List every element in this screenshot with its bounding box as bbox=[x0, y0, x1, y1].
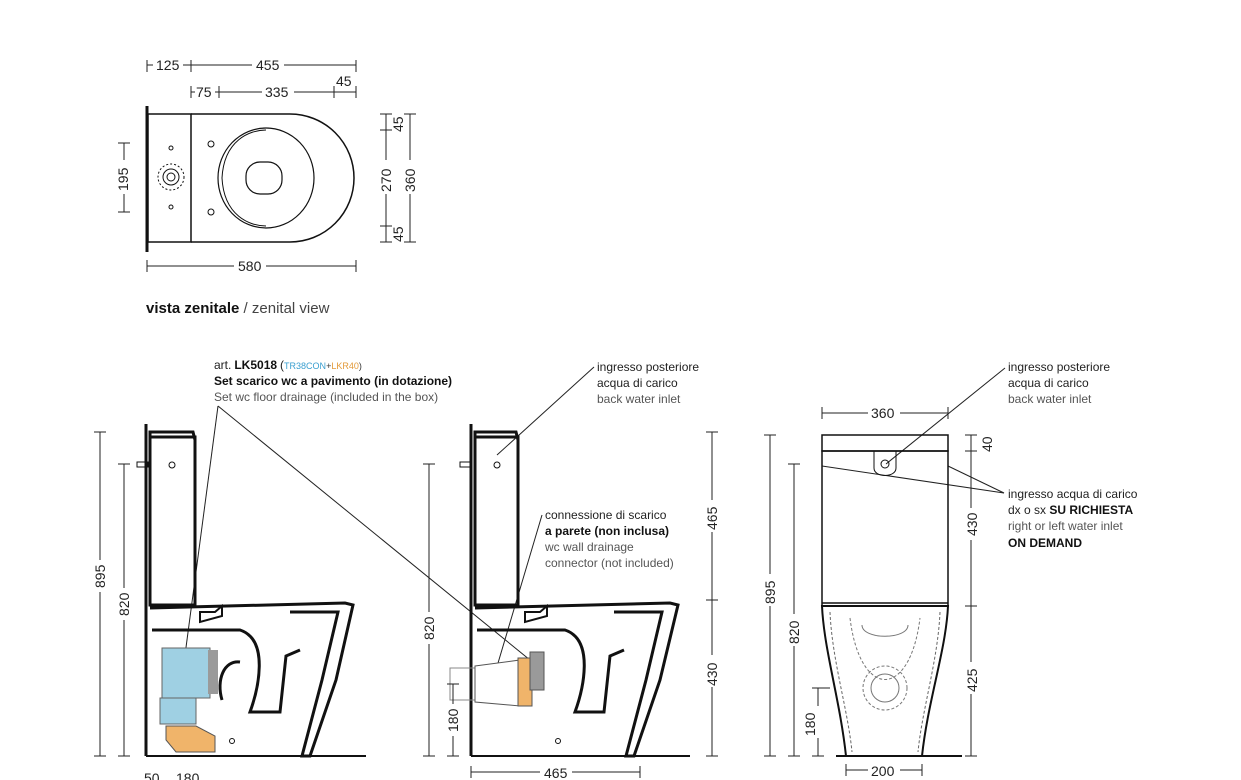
side-view-wall-drain: ingresso posteriore acqua di carico back… bbox=[421, 360, 721, 780]
dim-45-upper: 45 bbox=[390, 116, 406, 132]
fixing-hole-top bbox=[207, 140, 215, 148]
flush-button-outer bbox=[157, 163, 185, 191]
wall-connector-line1: connessione di scarico bbox=[545, 508, 667, 522]
floor-drain-label-line1: art.LK5018(TR38CON+LKR40) bbox=[214, 358, 362, 372]
wall-connector-line3: wc wall drainage bbox=[544, 540, 634, 554]
flush-button-inner bbox=[166, 172, 176, 182]
dim-125: 125 bbox=[156, 57, 180, 73]
bowl-shell bbox=[149, 601, 355, 758]
bowl-outline bbox=[191, 113, 355, 243]
dim-820: 820 bbox=[786, 620, 802, 644]
floor-drain-label-line2: Set scarico wc a pavimento (in dotazione… bbox=[214, 374, 452, 388]
side-inlet-line4: ON DEMAND bbox=[1008, 536, 1082, 550]
dim-430: 430 bbox=[964, 512, 980, 536]
back-inlet-line3: back water inlet bbox=[597, 392, 681, 406]
dim-200: 200 bbox=[871, 763, 895, 779]
side-view-floor-drain: art.LK5018(TR38CON+LKR40) Set scarico wc… bbox=[92, 358, 531, 780]
drain-blue-part bbox=[161, 647, 211, 699]
tank-lid bbox=[821, 434, 949, 452]
dim-895: 895 bbox=[92, 564, 108, 588]
top-view: 125 455 75 335 45 195 270 360 45 45 bbox=[113, 56, 420, 317]
dim-195: 195 bbox=[115, 167, 131, 191]
tank-outline bbox=[147, 113, 192, 243]
front-back-inlet-line1: ingresso posteriore bbox=[1008, 360, 1110, 374]
back-inlet-line1: ingresso posteriore bbox=[597, 360, 699, 374]
drain-orange-part bbox=[165, 725, 216, 753]
dim-40: 40 bbox=[979, 436, 995, 452]
inner-rim bbox=[221, 129, 267, 179]
dim-580: 580 bbox=[238, 258, 262, 274]
top-view-caption: vista zenitale / zenital view bbox=[146, 300, 330, 317]
side-inlet-line1: ingresso acqua di carico bbox=[1008, 487, 1138, 501]
tank-body bbox=[821, 450, 949, 607]
inner-rim-low bbox=[221, 177, 267, 227]
dim-465-bottom: 465 bbox=[544, 765, 568, 780]
front-back-inlet-line3: back water inlet bbox=[1008, 392, 1092, 406]
dim-180-bottom: 180 bbox=[176, 770, 200, 780]
trapway bbox=[477, 628, 625, 714]
dim-360: 360 bbox=[871, 405, 895, 421]
front-view: ingresso posteriore acqua di carico back… bbox=[762, 360, 1138, 779]
floor-drain-label-line3: Set wc floor drainage (included in the b… bbox=[214, 390, 438, 404]
tank bbox=[148, 435, 197, 607]
dim-45-top: 45 bbox=[336, 73, 352, 89]
wall-connector bbox=[474, 659, 521, 707]
trapway bbox=[152, 628, 301, 714]
pedestal bbox=[820, 605, 950, 757]
dim-75: 75 bbox=[196, 84, 212, 100]
dim-50: 50 bbox=[144, 770, 160, 780]
front-back-inlet-line2: acqua di carico bbox=[1008, 376, 1089, 390]
dim-335: 335 bbox=[265, 84, 289, 100]
dim-820: 820 bbox=[116, 592, 132, 616]
dim-895: 895 bbox=[762, 580, 778, 604]
dim-425: 425 bbox=[964, 668, 980, 692]
dim-45-lower: 45 bbox=[390, 226, 406, 242]
side-inlet-line2: dx o sx SU RICHIESTA bbox=[1008, 503, 1133, 517]
dim-270: 270 bbox=[378, 168, 394, 192]
drain-hole bbox=[245, 161, 283, 195]
fixing-hole-bottom bbox=[207, 208, 215, 216]
wall-connector-line2: a parete (non inclusa) bbox=[545, 524, 669, 538]
dim-360: 360 bbox=[402, 168, 418, 192]
dim-820: 820 bbox=[421, 616, 437, 640]
tank bbox=[473, 435, 520, 607]
inner-bowl bbox=[217, 127, 315, 229]
dim-465-right: 465 bbox=[704, 506, 720, 530]
flush-button bbox=[162, 168, 180, 186]
dim-430: 430 bbox=[704, 662, 720, 686]
back-inlet-line2: acqua di carico bbox=[597, 376, 678, 390]
inlet-hole bbox=[880, 459, 890, 469]
dim-180: 180 bbox=[802, 712, 818, 736]
bowl-shell bbox=[474, 601, 680, 758]
dim-455: 455 bbox=[256, 57, 280, 73]
dim-180: 180 bbox=[445, 708, 461, 732]
wall-connector-line4: connector (not included) bbox=[545, 556, 674, 570]
side-inlet-line3: right or left water inlet bbox=[1008, 519, 1123, 533]
